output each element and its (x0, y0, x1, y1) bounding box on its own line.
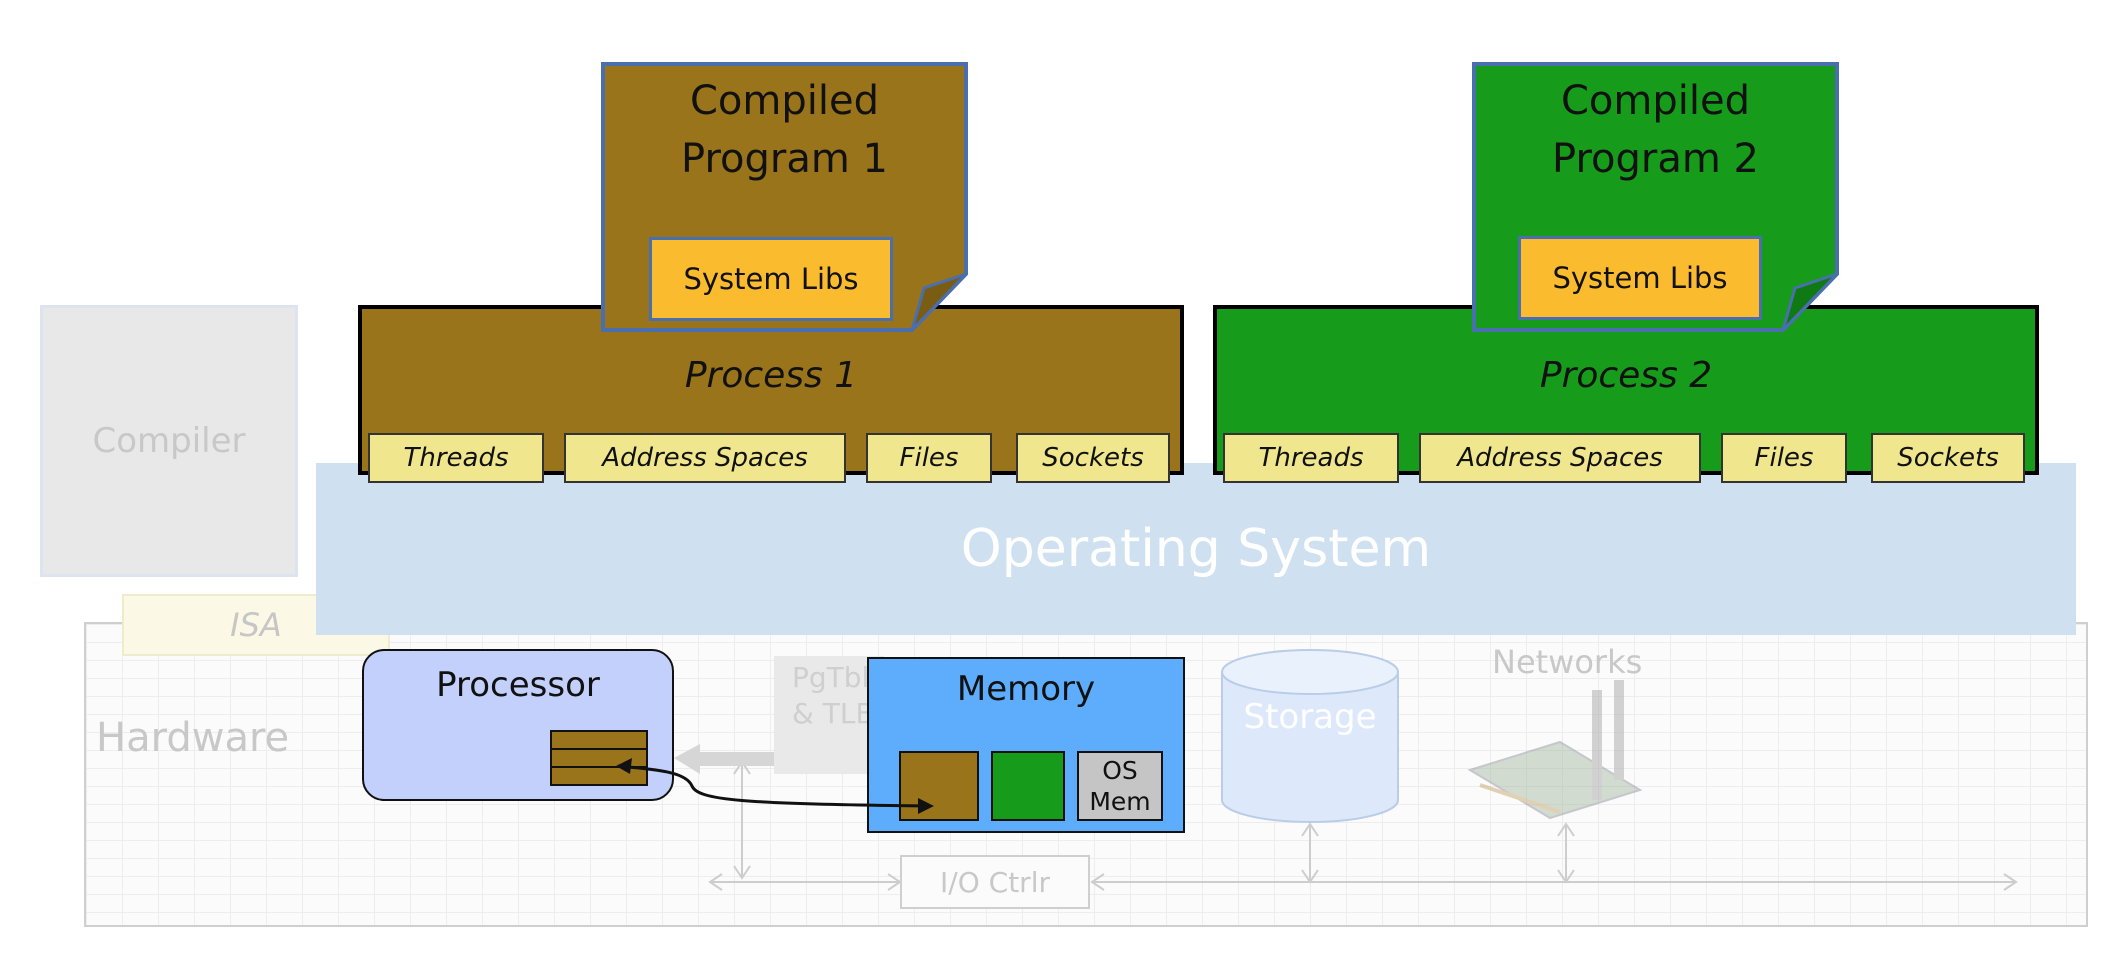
process-1: Process 1 Threads Address Spaces Files S… (358, 305, 1184, 483)
pgtbl-label: PgTbl (792, 661, 870, 694)
program-1-title-line1: Compiled (690, 78, 879, 124)
program-2-title-line2: Program 2 (1552, 136, 1759, 182)
processor-register (550, 730, 648, 786)
program-2-title: Compiled Program 2 (1474, 72, 1837, 188)
hardware-label: Hardware (96, 715, 290, 761)
tlb-label: & TLB (792, 697, 875, 730)
os-mem-line1: OS (1102, 756, 1138, 785)
compiler-box: Compiler (40, 305, 298, 577)
program-2-title-line1: Compiled (1561, 78, 1750, 124)
memory-box: Memory OS Mem (867, 657, 1185, 833)
pgtbl-tlb-box: PgTbl & TLB (774, 656, 884, 774)
process-2-threads: Threads (1223, 433, 1399, 483)
processor-label: Processor (436, 665, 600, 705)
process-2-sockets: Sockets (1871, 433, 2025, 483)
program-1-system-libs: System Libs (649, 237, 893, 321)
process-1-sockets: Sockets (1016, 433, 1170, 483)
process-1-address-spaces: Address Spaces (564, 433, 846, 483)
networks-label: Networks (1492, 643, 1643, 681)
register-divider (552, 748, 646, 750)
memory-process-2-region (991, 751, 1065, 821)
program-2-system-libs: System Libs (1518, 236, 1762, 320)
io-controller-box: I/O Ctrlr (900, 855, 1090, 909)
process-2-files: Files (1721, 433, 1847, 483)
process-2-address-spaces: Address Spaces (1419, 433, 1701, 483)
memory-os-region: OS Mem (1077, 751, 1163, 821)
process-1-threads: Threads (368, 433, 544, 483)
memory-process-1-region (899, 751, 979, 821)
register-divider (552, 766, 646, 768)
storage-label: Storage (1243, 697, 1377, 737)
network-card-image (1467, 680, 1643, 820)
os-mem-line2: Mem (1089, 787, 1151, 816)
program-1-title: Compiled Program 1 (603, 72, 966, 188)
process-1-files: Files (866, 433, 992, 483)
storage-cylinder (1221, 649, 1399, 823)
process-1-title: Process 1 (684, 355, 858, 396)
memory-label: Memory (956, 669, 1096, 709)
process-2: Process 2 Threads Address Spaces Files S… (1213, 305, 2039, 483)
program-1-title-line2: Program 1 (681, 136, 888, 182)
process-2-title: Process 2 (1539, 355, 1713, 396)
operating-system-layer: Operating System (316, 463, 2076, 635)
